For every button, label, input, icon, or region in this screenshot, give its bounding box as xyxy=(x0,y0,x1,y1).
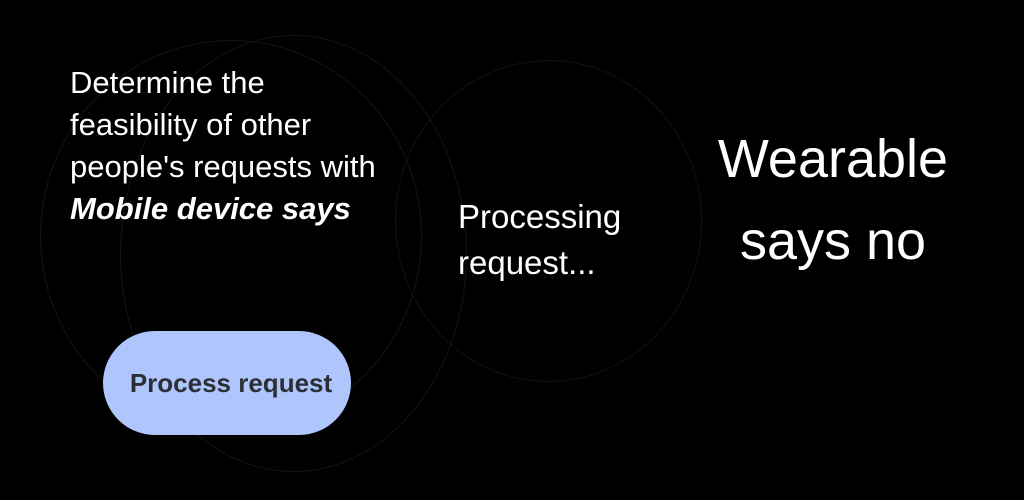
process-request-button[interactable]: Process request xyxy=(103,331,351,435)
processing-status: Processing request... xyxy=(458,198,622,281)
request-description: Determine the feasibility of other peopl… xyxy=(70,62,390,230)
result-message: Wearable says no xyxy=(717,129,949,271)
description-emphasis: Mobile device says xyxy=(70,191,351,226)
watch-face-outline xyxy=(395,60,702,382)
description-text: Determine the feasibility of other peopl… xyxy=(70,65,376,184)
